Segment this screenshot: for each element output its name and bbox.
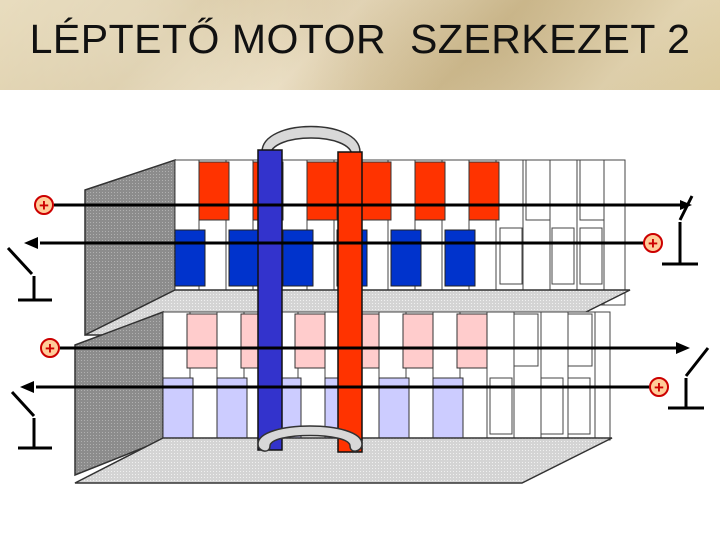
terminal-upper-blue-right: + bbox=[643, 233, 663, 253]
title-bar bbox=[0, 0, 720, 90]
rotor-blue-bar bbox=[257, 149, 283, 451]
switch-lower-left bbox=[10, 390, 52, 450]
lower-bottom-shelf bbox=[74, 437, 613, 484]
switch-lower-right bbox=[668, 347, 710, 410]
upper-red-poles bbox=[198, 161, 500, 221]
terminal-lower-lavender-right: + bbox=[649, 377, 669, 397]
terminal-label: + bbox=[648, 234, 658, 253]
terminal-upper-red-left: + bbox=[34, 195, 54, 215]
terminal-label: + bbox=[45, 339, 55, 358]
arrow-upper-left bbox=[24, 237, 38, 249]
lower-tooth-notches bbox=[489, 313, 593, 435]
rotor-bottom-ring bbox=[257, 425, 363, 452]
switch-upper-left bbox=[6, 246, 52, 302]
arrow-lower-right bbox=[676, 342, 690, 354]
terminal-label: + bbox=[654, 378, 664, 397]
terminal-lower-pink-left: + bbox=[40, 338, 60, 358]
page-title: LÉPTETŐ MOTOR SZERKEZET 2 bbox=[29, 16, 691, 62]
stepper-motor-diagram: + + + + bbox=[6, 125, 710, 484]
terminal-label: + bbox=[39, 196, 49, 215]
rotor-red-bar bbox=[337, 151, 363, 453]
wires bbox=[36, 203, 682, 389]
arrow-lower-left bbox=[20, 381, 34, 393]
switch-upper-right bbox=[662, 195, 698, 266]
